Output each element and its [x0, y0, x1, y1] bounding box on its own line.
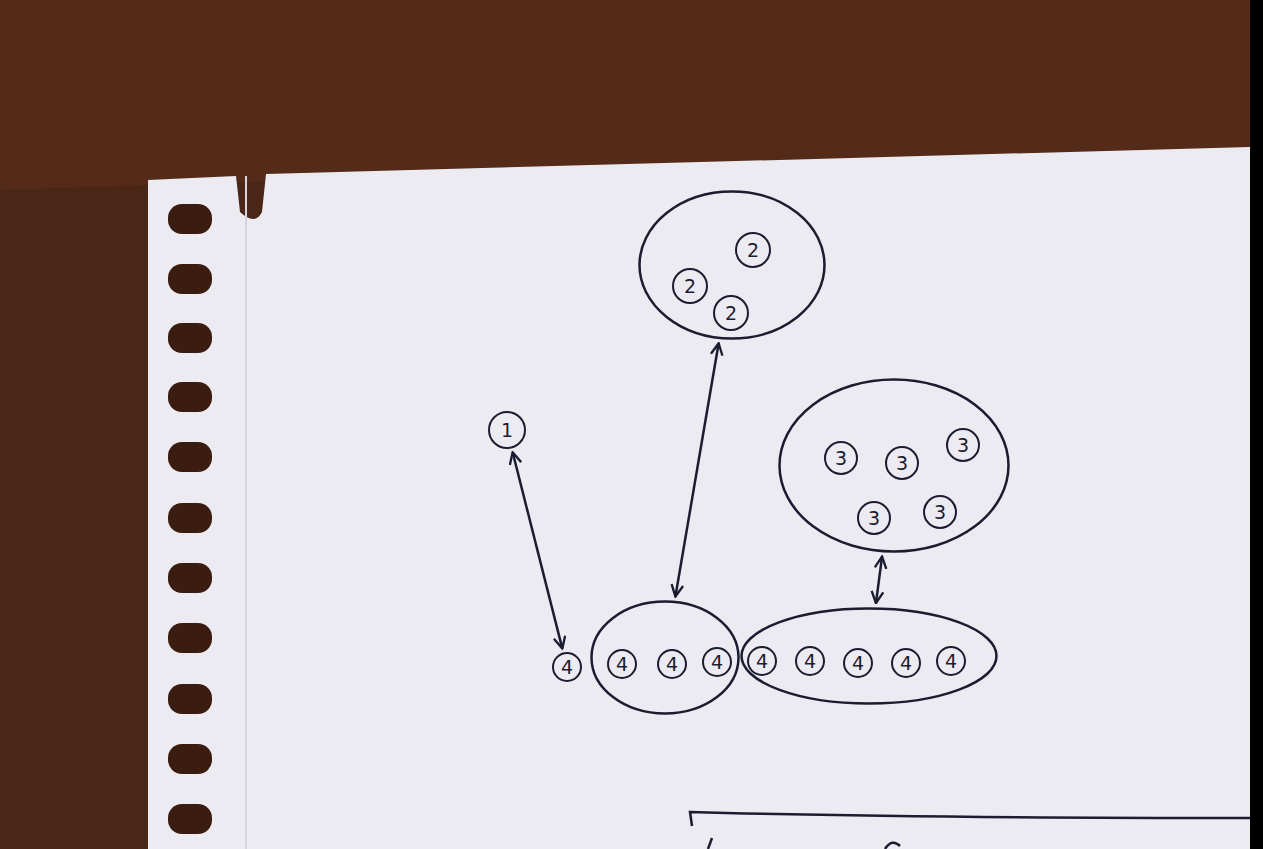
number-circle: 2: [713, 295, 749, 331]
number-circle: 3: [946, 428, 980, 462]
double-arrow: [513, 452, 563, 648]
node-number: 3: [957, 436, 969, 455]
paper-sheet: [148, 147, 1250, 849]
number-circle: 4: [747, 646, 777, 676]
number-circle: 4: [702, 647, 732, 677]
number-circle: 3: [923, 495, 957, 529]
group-outline-path: [742, 609, 997, 704]
node-number: 1: [501, 421, 513, 440]
group-outline: [740, 607, 998, 705]
perforation: [245, 176, 247, 849]
node-number: 2: [747, 241, 759, 260]
node-number: 4: [711, 653, 723, 672]
node-number: 4: [804, 652, 816, 671]
node-number: 4: [616, 655, 628, 674]
number-circle: 4: [891, 648, 921, 678]
number-circle: 4: [607, 649, 637, 679]
double-arrow: [876, 557, 882, 604]
node-number: 4: [945, 652, 957, 671]
group-ellipse: 2 2 2: [638, 190, 826, 340]
node-number: 4: [666, 655, 678, 674]
number-circle: 4: [657, 649, 687, 679]
number-circle: 3: [824, 441, 858, 475]
number-circle: 2: [672, 268, 708, 304]
number-circle: 4: [552, 652, 582, 682]
group-outline-path: [640, 192, 825, 339]
number-circle: 4: [795, 646, 825, 676]
node-number: 2: [725, 304, 737, 323]
node-number: 3: [835, 449, 847, 468]
group-outline: [778, 378, 1010, 553]
node-number: 3: [934, 503, 946, 522]
node-number: 4: [900, 654, 912, 673]
group-outline-path: [780, 380, 1009, 552]
number-circle: 4: [936, 646, 966, 676]
pen-stroke: [885, 843, 900, 849]
group-ellipse: 3 3 3 3 3: [778, 378, 1010, 553]
number-circle: 3: [885, 446, 919, 480]
photo-edge: [1250, 0, 1263, 849]
double-arrow: [675, 343, 718, 596]
node-number: 4: [756, 652, 768, 671]
number-circle: 3: [857, 501, 891, 535]
pen-stroke: [690, 812, 1250, 826]
node-number: 4: [852, 654, 864, 673]
node-number: 2: [684, 277, 696, 296]
group-outline-path: [592, 602, 739, 714]
node-number: 3: [896, 454, 908, 473]
number-circle: 1: [488, 411, 526, 449]
node-number: 4: [561, 658, 573, 677]
number-circle: 4: [843, 648, 873, 678]
number-circle: 2: [735, 232, 771, 268]
pen-stroke: [708, 838, 712, 849]
binder-holes: [168, 204, 212, 834]
group-ellipse: 4 4 4: [590, 600, 740, 715]
node-number: 3: [868, 509, 880, 528]
group-ellipse: 4 4 4 4 4: [740, 607, 998, 705]
